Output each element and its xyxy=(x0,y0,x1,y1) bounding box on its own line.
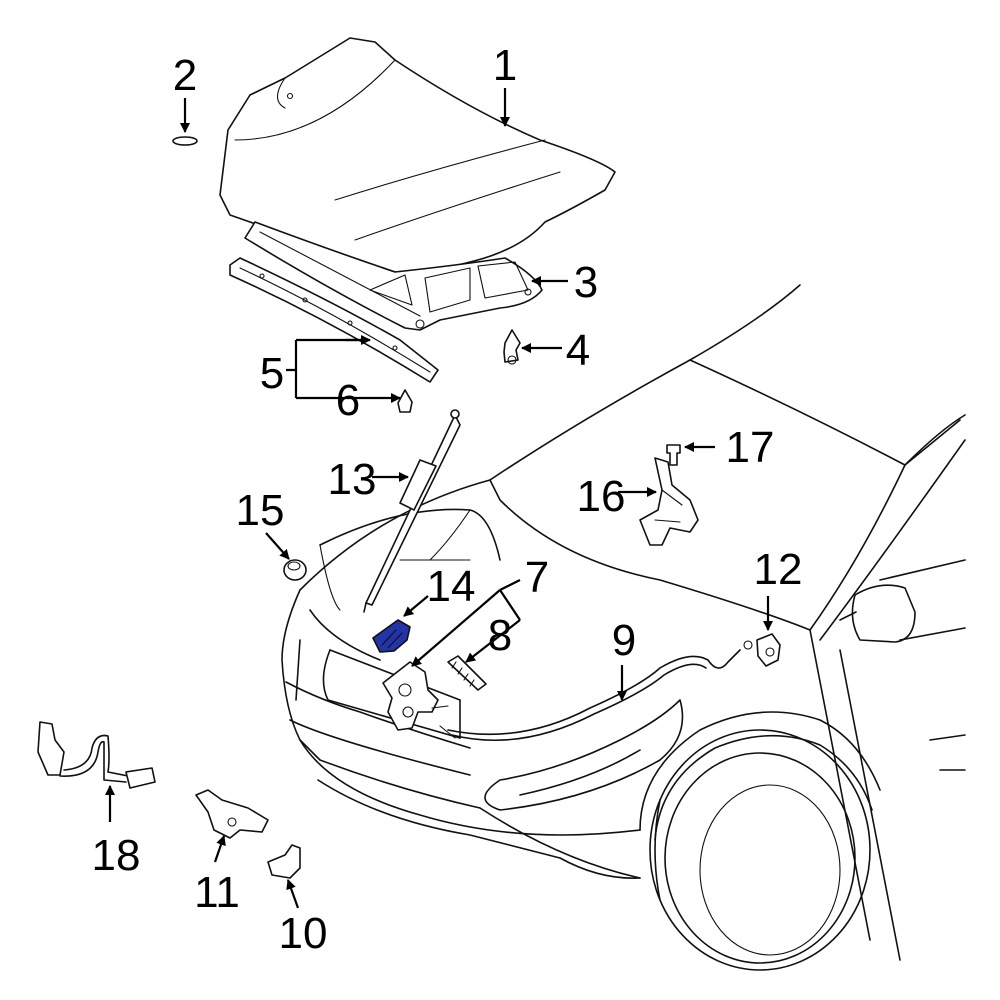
callout-13[interactable]: 13 xyxy=(328,455,377,504)
callout-3[interactable]: 3 xyxy=(574,258,598,307)
grommet-clip[interactable] xyxy=(503,329,521,365)
latch-bracket[interactable] xyxy=(195,789,269,839)
callout-leaders xyxy=(105,88,773,909)
callout-2[interactable]: 2 xyxy=(173,51,197,100)
release-cable[interactable] xyxy=(439,640,753,742)
lock-support-bracket[interactable] xyxy=(639,457,699,546)
callout-14[interactable]: 14 xyxy=(427,562,476,611)
hood-inner-panel[interactable] xyxy=(244,221,543,331)
insulator-clip[interactable] xyxy=(172,136,198,146)
callout-7[interactable]: 7 xyxy=(525,553,549,602)
callout-4[interactable]: 4 xyxy=(566,326,590,375)
callout-numbers: 1 2 3 4 5 6 7 8 9 10 11 12 13 14 15 16 1… xyxy=(92,41,803,958)
callout-8[interactable]: 8 xyxy=(488,611,512,660)
callout-15[interactable]: 15 xyxy=(236,486,285,535)
callout-9[interactable]: 9 xyxy=(612,616,636,665)
hole-plug[interactable] xyxy=(283,559,307,581)
hood-panel[interactable] xyxy=(219,37,616,274)
vehicle-outline xyxy=(281,284,966,971)
hood-switch-harness[interactable] xyxy=(37,721,156,789)
callout-12[interactable]: 12 xyxy=(754,545,803,594)
small-bracket[interactable] xyxy=(267,844,301,879)
bolt[interactable] xyxy=(666,444,681,466)
release-handle[interactable] xyxy=(756,633,781,667)
hood-support-rod[interactable] xyxy=(363,409,461,613)
retainer-clip[interactable] xyxy=(397,389,413,413)
hood-latch[interactable] xyxy=(382,661,449,731)
callout-16[interactable]: 16 xyxy=(577,472,626,521)
callout-10[interactable]: 10 xyxy=(279,909,328,958)
callout-18[interactable]: 18 xyxy=(92,831,141,880)
callout-1[interactable]: 1 xyxy=(493,41,517,90)
callout-11[interactable]: 11 xyxy=(194,868,240,917)
callout-17[interactable]: 17 xyxy=(726,423,775,472)
callout-6[interactable]: 6 xyxy=(336,376,360,425)
latch-spring[interactable] xyxy=(447,655,487,691)
hood-bumper-highlighted[interactable] xyxy=(372,619,411,653)
hood-seal-reinforcement[interactable] xyxy=(229,257,439,383)
callout-5[interactable]: 5 xyxy=(260,349,284,398)
